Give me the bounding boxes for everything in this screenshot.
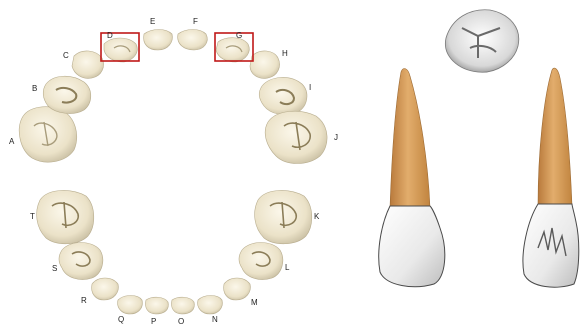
lower-arch xyxy=(37,190,312,314)
occlusal-view-tooth xyxy=(445,10,518,72)
label-R: R xyxy=(81,296,87,305)
tooth-labels: A B C D E F G H I J K L M N O P Q R S T xyxy=(9,17,338,326)
crown-left xyxy=(379,206,445,287)
label-C: C xyxy=(63,51,69,60)
label-T: T xyxy=(30,212,35,221)
incisor-side-view-left xyxy=(379,69,445,287)
tooth-C xyxy=(72,51,104,78)
label-K: K xyxy=(314,212,320,221)
label-N: N xyxy=(212,315,218,324)
tooth-I xyxy=(259,77,307,114)
label-D: D xyxy=(107,31,113,40)
root-left xyxy=(390,69,430,208)
root-right xyxy=(538,68,572,206)
label-J: J xyxy=(334,133,338,142)
tooth-A xyxy=(19,107,76,162)
tooth-G xyxy=(216,38,249,62)
tooth-B xyxy=(43,76,91,113)
label-E: E xyxy=(150,17,155,26)
label-M: M xyxy=(251,298,258,307)
label-F: F xyxy=(193,17,198,26)
crown-right xyxy=(523,204,579,287)
tooth-M xyxy=(224,278,251,300)
label-Q: Q xyxy=(118,315,124,324)
label-O: O xyxy=(178,317,184,326)
tooth-T xyxy=(37,190,94,243)
label-A: A xyxy=(9,137,15,146)
upper-arch xyxy=(19,30,327,164)
tooth-E xyxy=(144,30,173,51)
label-B: B xyxy=(32,84,37,93)
tooth-O xyxy=(171,297,194,314)
incisor-side-view-right xyxy=(523,68,579,287)
tooth-D xyxy=(104,38,137,62)
tooth-N xyxy=(198,296,223,315)
tooth-R xyxy=(92,278,119,300)
tooth-S xyxy=(59,243,103,280)
label-S: S xyxy=(52,264,57,273)
tooth-F xyxy=(178,30,208,51)
tooth-H xyxy=(250,51,280,78)
tooth-P xyxy=(145,297,168,314)
label-P: P xyxy=(151,317,156,326)
tooth-L xyxy=(239,243,283,280)
tooth-J xyxy=(265,111,327,163)
label-H: H xyxy=(282,49,288,58)
label-L: L xyxy=(285,263,290,272)
label-G: G xyxy=(236,31,242,40)
tooth-Q xyxy=(118,296,143,315)
tooth-K xyxy=(255,190,312,243)
label-I: I xyxy=(309,83,311,92)
